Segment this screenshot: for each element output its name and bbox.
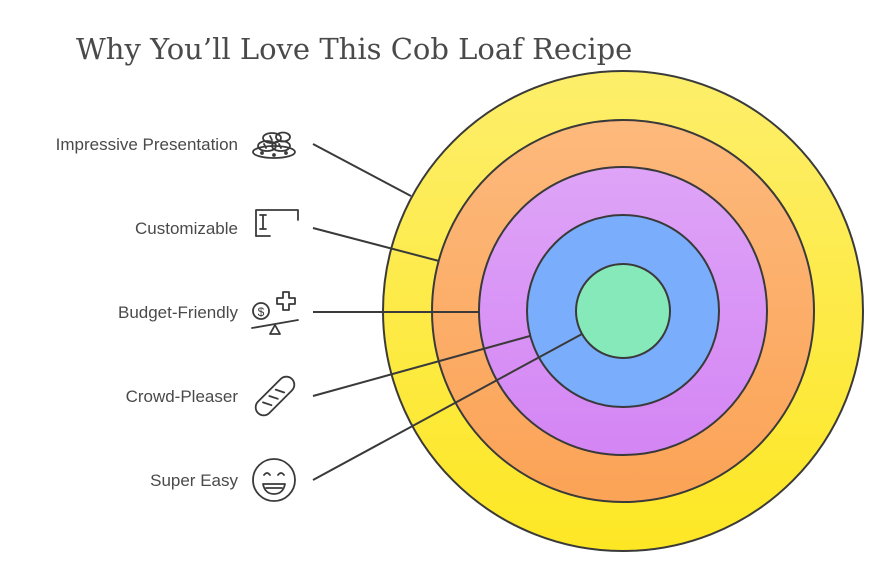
- bread-stack-icon: [252, 131, 296, 159]
- item-label: Customizable: [135, 219, 238, 238]
- item-crowd-pleaser: Crowd-Pleaser: [126, 375, 296, 417]
- connector-lines: [312, 143, 583, 481]
- baguette-icon: [254, 375, 296, 417]
- item-label: Impressive Presentation: [56, 135, 238, 154]
- money-scale-plus-icon: $: [251, 291, 299, 335]
- smiley-face-icon: [252, 458, 296, 502]
- concentric-rings: [382, 70, 864, 552]
- item-label: Super Easy: [150, 471, 238, 490]
- item-label: Crowd-Pleaser: [126, 387, 239, 406]
- connector-super-easy: [312, 333, 583, 481]
- item-budget-friendly: Budget-Friendly $: [118, 291, 299, 335]
- connector-impressive-presentation: [312, 143, 412, 197]
- text-cursor-frame-icon: [255, 209, 299, 237]
- item-impressive-presentation: Impressive Presentation: [56, 131, 296, 159]
- item-super-easy: Super Easy: [150, 458, 296, 502]
- item-label: Budget-Friendly: [118, 303, 239, 322]
- connector-crowd-pleaser: [312, 335, 531, 397]
- item-customizable: Customizable: [135, 209, 299, 238]
- ring-green: [575, 263, 671, 359]
- page-title: Why You’ll Love This Cob Loaf Recipe: [76, 32, 632, 66]
- svg-text:$: $: [258, 305, 265, 319]
- connector-customizable: [312, 227, 440, 262]
